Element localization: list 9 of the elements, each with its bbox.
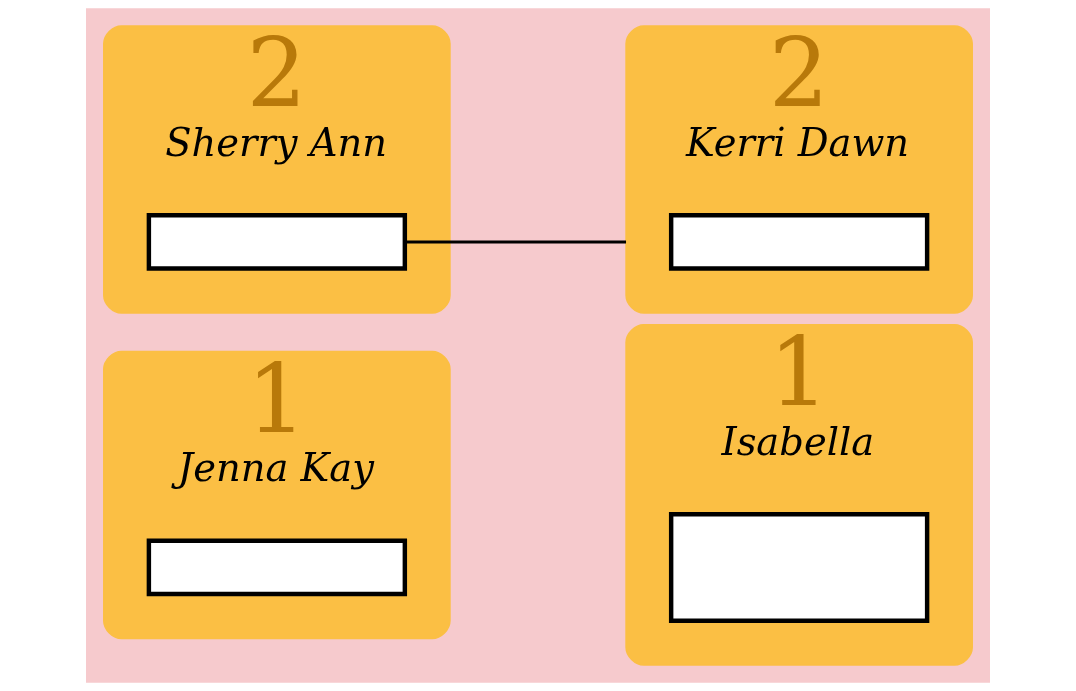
connector <box>404 240 627 244</box>
node-box <box>668 213 930 271</box>
cluster: 1 Isabella <box>625 324 973 666</box>
node-box <box>668 511 930 623</box>
node-box <box>146 538 408 597</box>
node-box <box>146 213 408 271</box>
cluster: 2 Kerri Dawn <box>625 25 973 314</box>
cluster: 1 Jenna Kay <box>103 350 451 640</box>
cluster: 2 Sherry Ann <box>103 25 451 314</box>
